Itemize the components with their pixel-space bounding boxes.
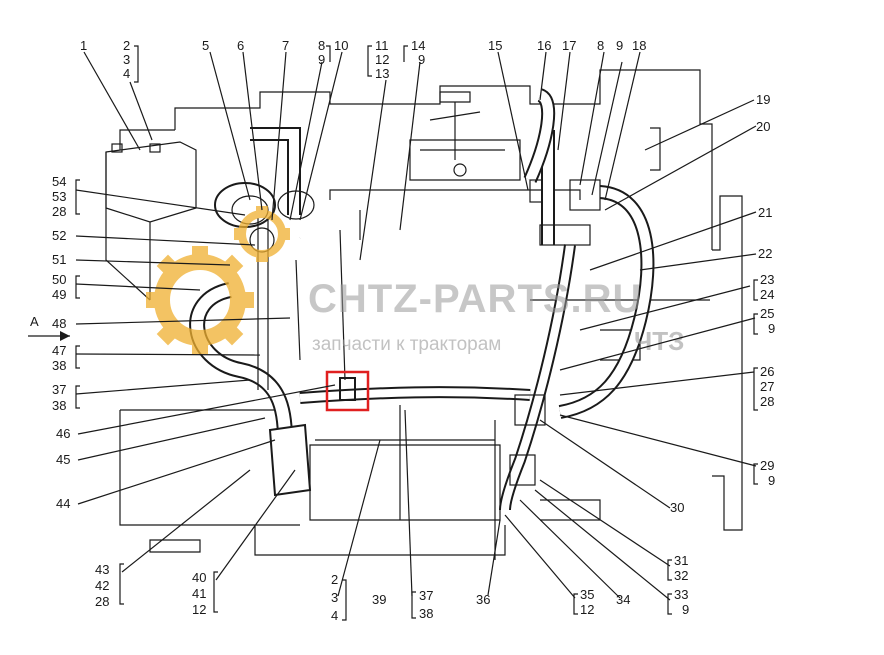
callout-label: 18 bbox=[632, 38, 646, 53]
callout-label: 8 bbox=[597, 38, 604, 53]
callout-label: 21 bbox=[758, 205, 772, 220]
filler-cap bbox=[429, 91, 481, 177]
callout-label: 9 bbox=[768, 321, 775, 336]
callout-label: 45 bbox=[56, 452, 70, 467]
callout-label: 9 bbox=[616, 38, 623, 53]
callout-label: 12 bbox=[580, 602, 594, 617]
callout-label: 9 bbox=[682, 602, 689, 617]
callout-label: 41 bbox=[192, 586, 206, 601]
callout-label: 31 bbox=[674, 553, 688, 568]
callout-labels-left: 54 53 28 52 51 50 49 48 47 38 37 38 46 4… bbox=[52, 174, 206, 617]
callout-label: 42 bbox=[95, 578, 109, 593]
callout-label: 37 bbox=[419, 588, 433, 603]
expansion-tank bbox=[105, 141, 197, 301]
callout-label: 28 bbox=[95, 594, 109, 609]
callout-label: 33 bbox=[674, 587, 688, 602]
callout-label: 15 bbox=[488, 38, 502, 53]
callout-label: 2 bbox=[123, 38, 130, 53]
callout-label: 1 bbox=[80, 38, 87, 53]
callout-label: 9 bbox=[418, 52, 425, 67]
callout-label: 38 bbox=[52, 398, 66, 413]
callout-label: 54 bbox=[52, 174, 66, 189]
leader-lines bbox=[75, 51, 757, 601]
callout-label: 50 bbox=[52, 272, 66, 287]
callout-label: 12 bbox=[375, 52, 389, 67]
callout-label: 3 bbox=[123, 52, 130, 67]
callout-label: 29 bbox=[760, 458, 774, 473]
highlight-box bbox=[325, 370, 370, 412]
watermark-tagline: запчасти к тракторам bbox=[312, 334, 501, 355]
callout-label: 48 bbox=[52, 316, 66, 331]
callout-label: 27 bbox=[760, 379, 774, 394]
callout-label: 25 bbox=[760, 306, 774, 321]
watermark-tagline-brand: ЧТЗ bbox=[634, 326, 684, 356]
callout-label: 9 bbox=[768, 473, 775, 488]
callout-label: 35 bbox=[580, 587, 594, 602]
view-marker-label: A bbox=[30, 314, 39, 329]
callout-label: 26 bbox=[760, 364, 774, 379]
gear-logo-icon bbox=[146, 206, 290, 354]
callout-label: 9 bbox=[318, 52, 325, 67]
callout-labels-bottom: 2 3 4 39 37 38 bbox=[331, 572, 433, 623]
callout-label: 7 bbox=[282, 38, 289, 53]
view-arrow-a: A bbox=[28, 314, 70, 341]
callout-labels-top: 1 2 3 4 5 6 7 8 9 10 11 12 13 14 9 15 16… bbox=[80, 38, 646, 81]
callout-label: 10 bbox=[334, 38, 348, 53]
callout-label: 13 bbox=[375, 66, 389, 81]
callout-label: 44 bbox=[56, 496, 70, 511]
callout-label: 2 bbox=[331, 572, 338, 587]
callout-label: 32 bbox=[674, 568, 688, 583]
callout-label: 49 bbox=[52, 287, 66, 302]
callout-label: 52 bbox=[52, 228, 66, 243]
callout-label: 46 bbox=[56, 426, 70, 441]
callout-label: 16 bbox=[537, 38, 551, 53]
callout-label: 11 bbox=[375, 38, 389, 53]
callout-label: 28 bbox=[52, 204, 66, 219]
callout-label: 6 bbox=[237, 38, 244, 53]
callout-label: 39 bbox=[372, 592, 386, 607]
label-brackets bbox=[75, 45, 758, 621]
callout-label: 23 bbox=[760, 272, 774, 287]
callout-label: 4 bbox=[123, 66, 130, 81]
callout-label: 47 bbox=[52, 343, 66, 358]
callout-label: 43 bbox=[95, 562, 109, 577]
callout-label: 38 bbox=[52, 358, 66, 373]
callout-label: 36 bbox=[476, 592, 490, 607]
callout-label: 24 bbox=[760, 287, 774, 302]
callout-label: 4 bbox=[331, 608, 338, 623]
callout-label: 53 bbox=[52, 189, 66, 204]
callout-label: 40 bbox=[192, 570, 206, 585]
callout-label: 28 bbox=[760, 394, 774, 409]
callout-label: 22 bbox=[758, 246, 772, 261]
callout-label: 37 bbox=[52, 382, 66, 397]
callout-label: 3 bbox=[331, 590, 338, 605]
callout-label: 30 bbox=[670, 500, 684, 515]
callout-label: 38 bbox=[419, 606, 433, 621]
callout-label: 19 bbox=[756, 92, 770, 107]
callout-label: 51 bbox=[52, 252, 66, 267]
callout-label: 12 bbox=[192, 602, 206, 617]
callout-labels-right: 19 20 21 22 23 24 25 9 26 27 28 29 9 30 … bbox=[476, 92, 775, 617]
callout-label: 34 bbox=[616, 592, 630, 607]
callout-label: 5 bbox=[202, 38, 209, 53]
coolant-hoses bbox=[189, 88, 655, 560]
callout-label: 20 bbox=[756, 119, 770, 134]
callout-label: 14 bbox=[411, 38, 425, 53]
watermark-brand: CHTZ-PARTS.RU bbox=[308, 277, 642, 321]
callout-label: 8 bbox=[318, 38, 325, 53]
callout-label: 17 bbox=[562, 38, 576, 53]
